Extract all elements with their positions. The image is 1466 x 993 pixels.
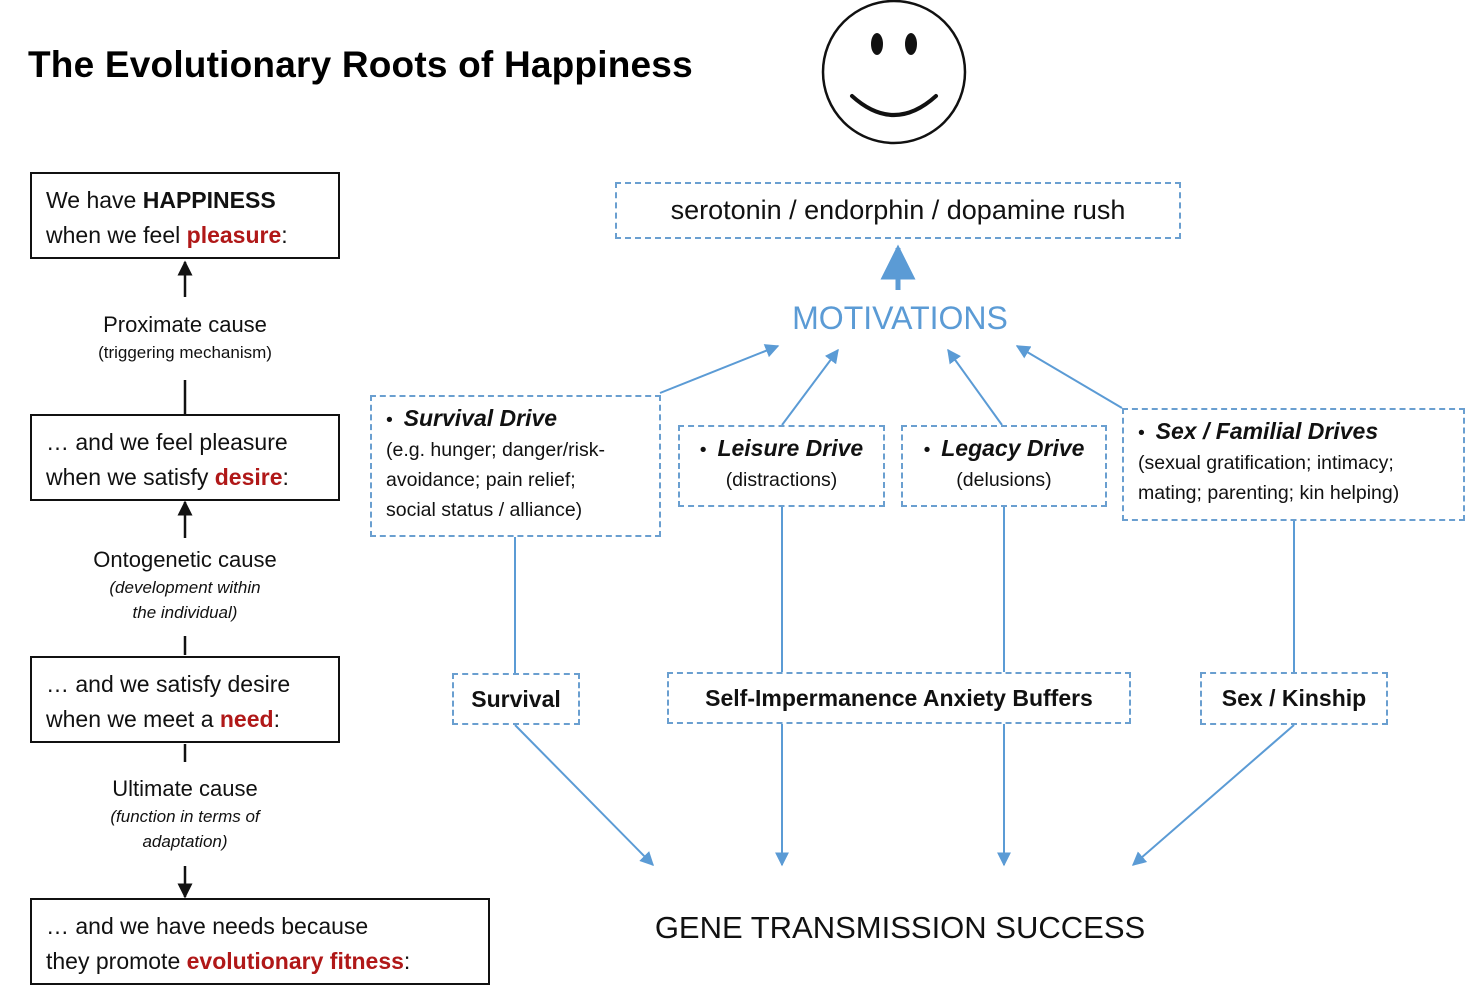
- anxiety-buffers-category-box: Self-Impermanence Anxiety Buffers: [667, 672, 1131, 724]
- leisure-drive-title-row: • Leisure Drive: [694, 433, 869, 465]
- ultimate-cause-note-2: adaptation): [142, 832, 228, 851]
- pleasure-line-1: … and we feel pleasure: [46, 429, 288, 455]
- happiness-box: We have HAPPINESS when we feel pleasure:: [30, 172, 340, 259]
- bullet-icon: •: [923, 439, 931, 461]
- pleasure-keyword: pleasure: [186, 222, 282, 248]
- happiness-text-2: when we feel: [46, 222, 187, 248]
- legacy-drive-title-row: • Legacy Drive: [917, 433, 1091, 465]
- survival-drive-title-row: • Survival Drive: [386, 403, 645, 435]
- desire-line-2: when we meet a need:: [46, 702, 324, 737]
- sex-kinship-category-box: Sex / Kinship: [1200, 672, 1388, 725]
- sex-familial-drive-box: • Sex / Familial Drives (sexual gratific…: [1122, 408, 1465, 521]
- desire-line-1: … and we satisfy desire: [46, 671, 291, 697]
- anxiety-buffers-category-label: Self-Impermanence Anxiety Buffers: [705, 684, 1093, 711]
- happiness-line-2: when we feel pleasure:: [46, 218, 324, 253]
- survival-drive-detail-3: social status / alliance): [386, 499, 583, 521]
- bullet-icon: •: [386, 409, 393, 431]
- desire-text: when we meet a: [46, 706, 220, 732]
- category-to-outcome-arrows: [514, 724, 1295, 867]
- desire-box: … and we satisfy desire when we meet a n…: [30, 656, 340, 743]
- bullet-icon: •: [699, 439, 707, 461]
- neurochemical-label: serotonin / endorphin / dopamine rush: [670, 195, 1126, 225]
- drive-to-motivation-arrows: [659, 344, 1123, 426]
- survival-drive-title: Survival Drive: [403, 405, 558, 431]
- fitness-line-1: … and we have needs because: [46, 913, 369, 939]
- colon: :: [403, 948, 411, 974]
- proximate-cause-note: (triggering mechanism): [98, 343, 272, 362]
- sex-drive-title: Sex / Familial Drives: [1155, 418, 1379, 444]
- survival-drive-box: • Survival Drive (e.g. hunger; danger/ri…: [370, 395, 661, 537]
- sex-drive-title-row: • Sex / Familial Drives: [1138, 416, 1449, 448]
- survival-drive-detail-2: avoidance; pain relief;: [386, 469, 576, 491]
- proximate-cause: Proximate cause (triggering mechanism): [30, 310, 340, 365]
- legacy-drive-box: • Legacy Drive (delusions): [901, 425, 1107, 507]
- happiness-line-1: We have HAPPINESS: [46, 183, 324, 218]
- sex-kinship-category-label: Sex / Kinship: [1221, 685, 1367, 711]
- leisure-drive-box: • Leisure Drive (distractions): [678, 425, 885, 507]
- ultimate-cause: Ultimate cause (function in terms of ada…: [30, 774, 340, 854]
- drive-to-category-lines: [514, 507, 1295, 673]
- evolutionary-fitness-keyword: evolutionary fitness: [186, 948, 404, 974]
- ontogenetic-cause-note-2: the individual): [132, 603, 238, 622]
- motivations-label: MOTIVATIONS: [792, 300, 1008, 336]
- ontogenetic-cause-note-1: (development within: [109, 578, 261, 597]
- colon: :: [273, 706, 280, 732]
- fitness-text: they promote: [46, 948, 187, 974]
- sex-drive-detail-2: mating; parenting; kin helping): [1138, 482, 1400, 504]
- ontogenetic-cause: Ontogenetic cause (development within th…: [30, 545, 340, 625]
- colon: :: [281, 222, 288, 248]
- sex-drive-detail-1: (sexual gratification; intimacy;: [1138, 452, 1394, 474]
- legacy-drive-detail: (delusions): [956, 469, 1052, 491]
- smiley-face-icon: [821, 0, 967, 145]
- happiness-keyword: HAPPINESS: [142, 187, 276, 213]
- neurochemical-box: serotonin / endorphin / dopamine rush: [615, 182, 1181, 239]
- bullet-icon: •: [1138, 422, 1145, 444]
- desire-keyword: desire: [214, 464, 283, 490]
- proximate-cause-label: Proximate cause: [103, 312, 267, 337]
- need-keyword: need: [219, 706, 274, 732]
- ultimate-cause-label: Ultimate cause: [112, 776, 258, 801]
- fitness-line-2: they promote evolutionary fitness:: [46, 944, 474, 979]
- leisure-drive-title: Leisure Drive: [717, 435, 864, 461]
- page-title: The Evolutionary Roots of Happiness: [28, 44, 693, 85]
- gene-transmission-label: GENE TRANSMISSION SUCCESS: [654, 910, 1146, 945]
- survival-category-label: Survival: [471, 685, 561, 712]
- leisure-drive-detail: (distractions): [725, 469, 838, 491]
- pleasure-box: … and we feel pleasure when we satisfy d…: [30, 414, 340, 501]
- pleasure-text: when we satisfy: [46, 464, 215, 490]
- survival-category-box: Survival: [452, 673, 580, 725]
- pleasure-line-2: when we satisfy desire:: [46, 460, 324, 495]
- ultimate-cause-note-1: (function in terms of: [110, 807, 260, 826]
- survival-drive-detail-1: (e.g. hunger; danger/risk-: [386, 439, 605, 461]
- colon: :: [282, 464, 289, 490]
- fitness-box: … and we have needs because they promote…: [30, 898, 490, 985]
- ontogenetic-cause-label: Ontogenetic cause: [93, 547, 277, 572]
- happiness-text: We have: [46, 187, 143, 213]
- legacy-drive-title: Legacy Drive: [941, 435, 1085, 461]
